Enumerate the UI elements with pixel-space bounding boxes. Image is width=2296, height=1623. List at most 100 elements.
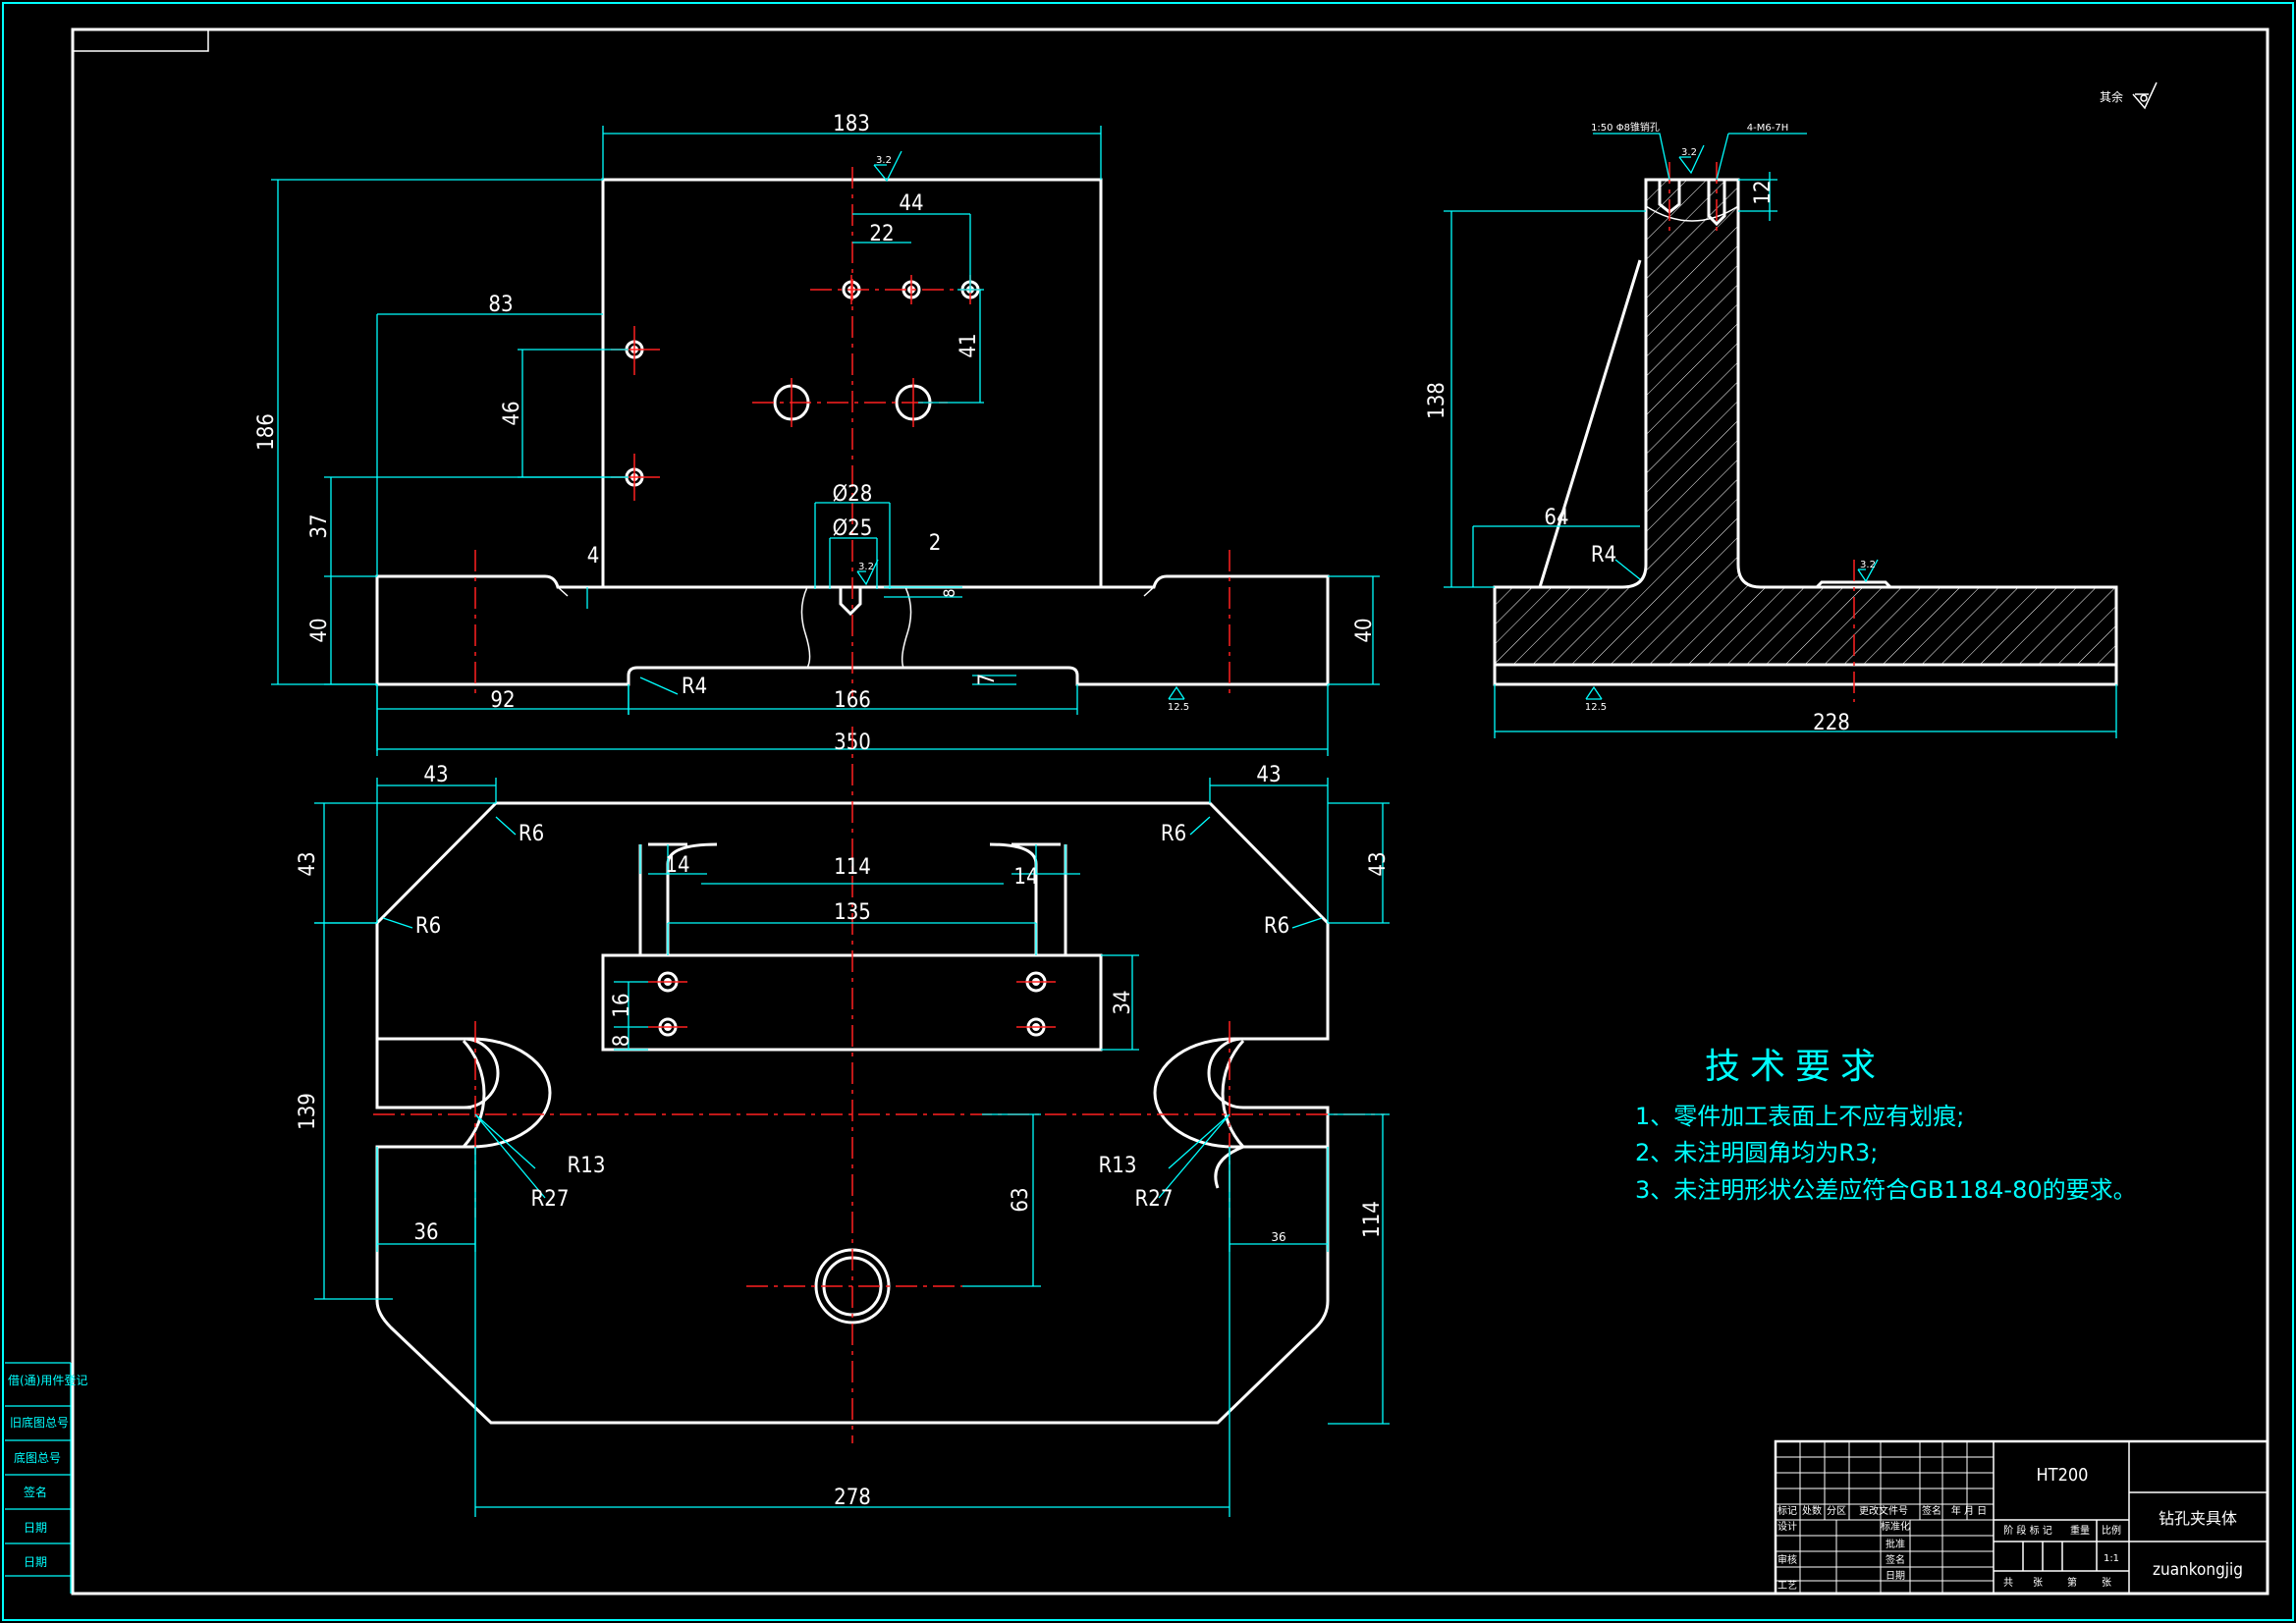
margin-label-2: 旧底图总号 [10, 1415, 69, 1430]
dim-R27-a: R27 [531, 1187, 570, 1212]
dim-64: 64 [1544, 506, 1568, 530]
material-text: HT200 [2037, 1465, 2089, 1486]
svg-text:更改文件号: 更改文件号 [1859, 1504, 1908, 1517]
dim-36-a: 36 [413, 1220, 438, 1245]
dim-R4-front: R4 [682, 675, 707, 699]
part-name-pinyin: zuankongjig [2153, 1560, 2243, 1580]
svg-text:张: 张 [2102, 1577, 2111, 1589]
part-name-cn: 钻孔夹具体 [2159, 1509, 2237, 1528]
tech-item-2: 2、未注明圆角均为R3; [1635, 1139, 1878, 1166]
dim-R6-a: R6 [519, 822, 544, 846]
tech-title: 技术要求 [1705, 1047, 1886, 1087]
margin-label-1: 借(通)用件登记 [8, 1373, 87, 1387]
dim-44: 44 [899, 191, 923, 216]
dim-83: 83 [488, 293, 513, 317]
dim-183: 183 [833, 112, 870, 136]
dim-40-right: 40 [1352, 618, 1377, 642]
svg-text:标准化: 标准化 [1881, 1520, 1910, 1533]
dim-R27-b: R27 [1135, 1187, 1174, 1212]
left-margin-table: 借(通)用件登记 旧底图总号 底图总号 签名 日期 日期 [5, 1362, 87, 1594]
dim-8-front: 8 [940, 588, 958, 597]
dim-278: 278 [834, 1486, 871, 1510]
svg-text:比例: 比例 [2102, 1524, 2121, 1537]
svg-text:标记: 标记 [1777, 1505, 1797, 1517]
svg-text:3.2: 3.2 [876, 155, 892, 166]
front-holes [625, 280, 980, 487]
svg-text:签名: 签名 [1886, 1553, 1905, 1566]
dim-2: 2 [929, 531, 942, 556]
front-centerlines [474, 167, 1230, 697]
dim-114-top: 114 [834, 855, 871, 880]
tech-item-1: 1、零件加工表面上不应有划痕; [1635, 1103, 1964, 1130]
tech-item-3: 3、未注明形状公差应符合GB1184-80的要求。 [1635, 1176, 2137, 1204]
svg-text:审核: 审核 [1777, 1553, 1797, 1566]
dim-dia28: Ø28 [833, 482, 873, 507]
svg-text:12.5: 12.5 [1585, 702, 1607, 713]
thread-note: 4-M6-7H [1747, 123, 1788, 134]
dim-16: 16 [610, 993, 634, 1017]
dim-43-d: 43 [1366, 851, 1391, 876]
dim-22: 22 [869, 222, 894, 246]
dim-R4-side: R4 [1591, 543, 1616, 568]
margin-label-6: 日期 [24, 1555, 47, 1569]
technical-requirements: 技术要求 1、零件加工表面上不应有划痕; 2、未注明圆角均为R3; 3、未注明形… [1635, 1047, 2137, 1204]
general-surface-note: 其余 [2100, 81, 2158, 110]
dim-14-a: 14 [665, 853, 689, 878]
margin-label-5: 日期 [24, 1521, 47, 1535]
svg-text:日期: 日期 [1886, 1570, 1905, 1582]
svg-text:分区: 分区 [1827, 1505, 1846, 1517]
dim-7: 7 [975, 674, 1000, 686]
svg-text:工艺: 工艺 [1777, 1580, 1797, 1592]
title-block: 标记 处数 分区 更改文件号 签名 年 月 日 设计 审核 工艺 标准化 批准 … [1774, 1439, 2269, 1596]
dim-34: 34 [1111, 990, 1135, 1014]
scale-text: 1:1 [2104, 1553, 2119, 1564]
front-dimension-lines [271, 126, 1380, 756]
side-roughness-bottom: 12.5 [1585, 685, 1607, 713]
dim-4: 4 [587, 544, 600, 568]
roughness-symbol-top: 3.2 [873, 150, 902, 183]
dim-R13-a: R13 [568, 1154, 606, 1178]
front-view: 183 44 22 83 41 46 186 37 40 Ø28 Ø25 2 4… [254, 112, 1380, 756]
svg-text:其余: 其余 [2100, 89, 2123, 104]
taper-pin-note: 1:50 Φ8锥销孔 [1591, 121, 1660, 134]
svg-text:设计: 设计 [1777, 1520, 1797, 1533]
dim-114-right: 114 [1360, 1201, 1385, 1238]
dim-186: 186 [254, 413, 279, 451]
dim-R6-b: R6 [1161, 822, 1186, 846]
dim-92: 92 [490, 688, 515, 713]
dim-43-c: 43 [296, 851, 320, 876]
svg-text:签名: 签名 [1922, 1504, 1941, 1517]
dim-R6-c: R6 [415, 914, 441, 939]
dim-R6-d: R6 [1264, 914, 1289, 939]
dim-135: 135 [834, 900, 871, 925]
dim-dia25: Ø25 [833, 516, 873, 541]
margin-label-4: 签名 [24, 1485, 47, 1499]
svg-text:12.5: 12.5 [1168, 702, 1189, 713]
dim-139: 139 [296, 1093, 320, 1130]
svg-text:3.2: 3.2 [858, 562, 874, 572]
rib-line [1538, 259, 1642, 588]
dim-166: 166 [834, 688, 871, 713]
side-dimension-lines [1444, 133, 2117, 738]
svg-text:批准: 批准 [1886, 1538, 1905, 1550]
dim-138: 138 [1425, 382, 1449, 419]
top-dimension-lines [314, 778, 1390, 1517]
roughness-symbol-center: 3.2 [856, 559, 879, 586]
svg-text:年 月 日: 年 月 日 [1951, 1504, 1987, 1517]
corner-label-box [73, 29, 209, 52]
dim-14-b: 14 [1013, 865, 1038, 890]
svg-text:共: 共 [2003, 1577, 2013, 1589]
svg-text:3.2: 3.2 [1860, 560, 1876, 570]
margin-label-3: 底图总号 [14, 1450, 61, 1465]
dim-63: 63 [1009, 1187, 1033, 1212]
side-view: 1:50 Φ8锥销孔 4-M6-7H 12 138 64 R4 228 3.2 … [1425, 121, 2118, 738]
top-view: 43 43 R6 R6 R6 R6 43 43 14 114 14 135 16… [296, 727, 1391, 1517]
inner-frame [71, 27, 2269, 1596]
roughness-symbol-bottom: 12.5 [1168, 685, 1189, 713]
svg-text:3.2: 3.2 [1681, 147, 1697, 158]
svg-text:第: 第 [2067, 1576, 2077, 1589]
svg-text:重量: 重量 [2070, 1524, 2090, 1537]
svg-text:张: 张 [2033, 1577, 2043, 1589]
